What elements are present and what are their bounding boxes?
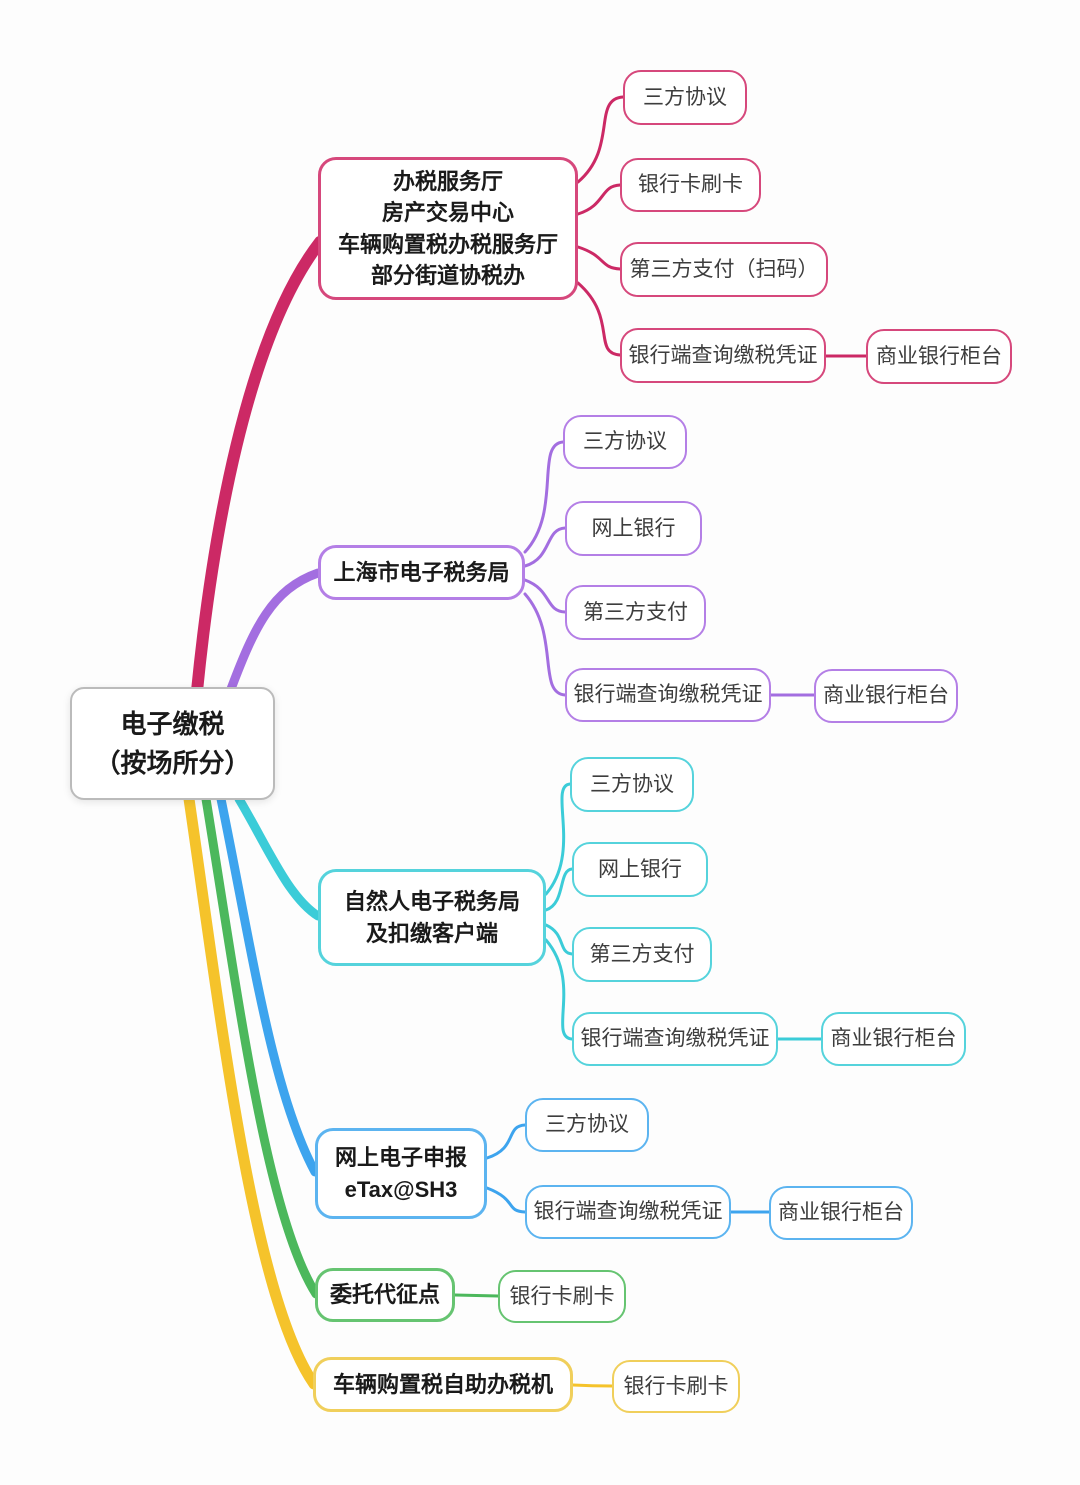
leaf-node: 第三方支付 xyxy=(572,927,712,982)
wire-rose-2 xyxy=(576,183,622,216)
wire-rose-1 xyxy=(576,95,625,184)
leaf-node: 商业银行柜台 xyxy=(769,1186,913,1240)
trunk-natural-person xyxy=(234,794,323,921)
leaf-node: 网上银行 xyxy=(572,842,708,897)
wire-purple-2 xyxy=(523,526,567,568)
wire-rose-4 xyxy=(576,281,622,357)
root-node: 电子缴税 （按场所分） xyxy=(70,687,275,800)
wire-cyan-4 xyxy=(544,938,574,1041)
trunk-shanghai-etax xyxy=(226,568,323,694)
leaf-node: 银行端查询缴税凭证 xyxy=(620,328,826,383)
leaf-node: 银行卡刷卡 xyxy=(498,1270,626,1323)
branch-node-agent-point: 委托代征点 xyxy=(315,1268,455,1322)
branch-node-natural-person-etax: 自然人电子税务局 及扣缴客户端 xyxy=(318,869,546,966)
leaf-node: 三方协议 xyxy=(525,1098,649,1152)
trunk-etax-sh3 xyxy=(216,794,320,1177)
leaf-node: 商业银行柜台 xyxy=(866,329,1012,384)
wire-cyan-1 xyxy=(544,782,572,896)
wire-yellow-1 xyxy=(571,1383,614,1388)
leaf-node: 银行卡刷卡 xyxy=(612,1360,740,1413)
leaf-node: 三方协议 xyxy=(623,70,747,125)
wire-green-1 xyxy=(453,1293,500,1298)
leaf-node: 网上银行 xyxy=(565,501,702,556)
wire-blue-2 xyxy=(485,1186,527,1214)
leaf-node: 第三方支付 xyxy=(565,585,706,640)
leaf-node: 银行端查询缴税凭证 xyxy=(565,668,771,722)
leaf-node: 商业银行柜台 xyxy=(821,1012,966,1066)
leaf-node: 第三方支付（扫码） xyxy=(620,242,828,297)
leaf-node: 银行端查询缴税凭证 xyxy=(572,1012,778,1066)
branch-node-shanghai-etax: 上海市电子税务局 xyxy=(318,545,525,600)
leaf-node: 银行端查询缴税凭证 xyxy=(525,1185,731,1239)
leaf-node: 三方协议 xyxy=(570,757,694,812)
leaf-node: 三方协议 xyxy=(563,415,687,469)
branch-node-tax-hall: 办税服务厅 房产交易中心 车辆购置税办税服务厅 部分街道协税办 xyxy=(318,157,578,300)
wire-blue-1 xyxy=(485,1123,527,1160)
wire-purple-4 xyxy=(523,592,567,697)
branch-node-vehicle-tax-machine: 车辆购置税自助办税机 xyxy=(313,1357,573,1412)
wire-cyan-2 xyxy=(544,867,574,912)
trunk-agent-point xyxy=(201,794,321,1299)
wire-purple-3 xyxy=(523,578,567,614)
trunk-vehicle-machine xyxy=(183,793,320,1390)
trunk-tax-hall xyxy=(191,236,326,697)
leaf-node: 商业银行柜台 xyxy=(814,669,958,723)
leaf-node: 银行卡刷卡 xyxy=(620,158,761,212)
wire-cyan-3 xyxy=(544,923,574,956)
branch-node-etax-sh3: 网上电子申报 eTax@SH3 xyxy=(315,1128,487,1219)
wire-purple-1 xyxy=(523,440,565,554)
wire-rose-3 xyxy=(576,245,622,271)
